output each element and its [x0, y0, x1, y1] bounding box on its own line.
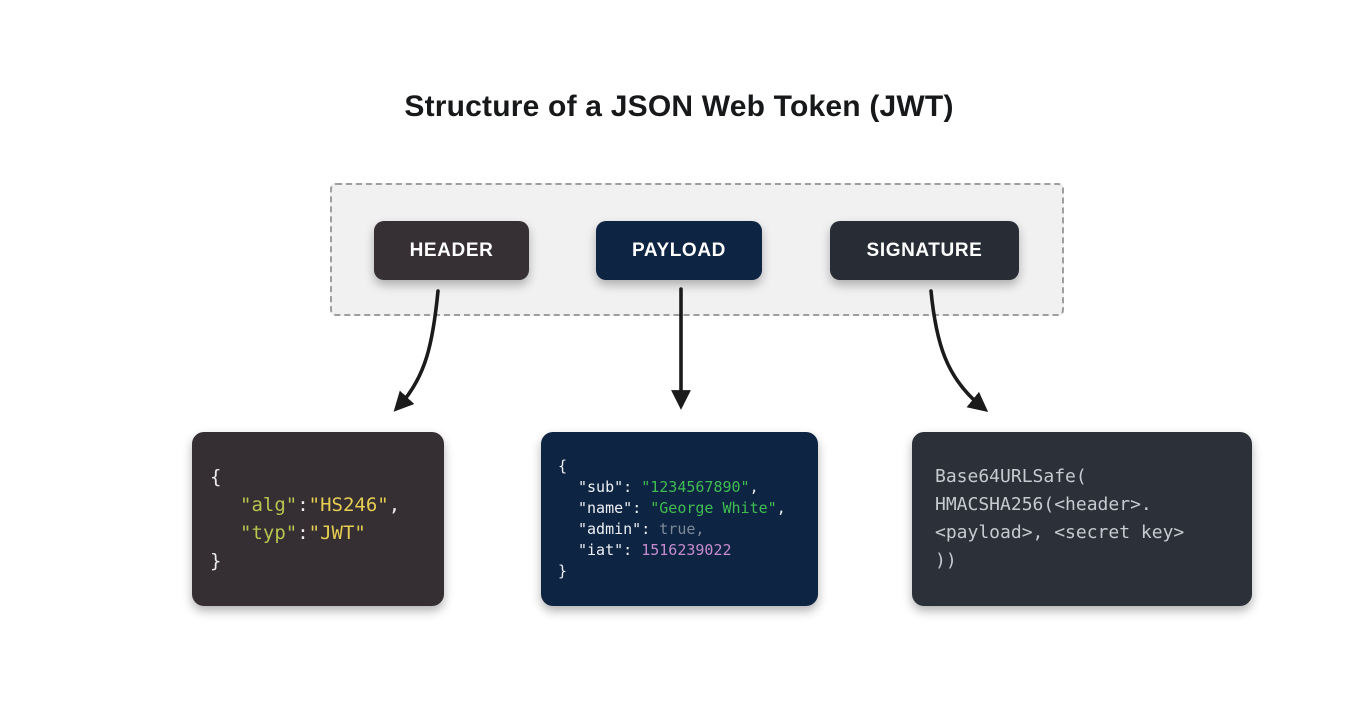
json-colon: : — [623, 541, 642, 559]
json-comma: , — [776, 499, 786, 517]
page-title: Structure of a JSON Web Token (JWT) — [404, 90, 954, 123]
header-pill-label: HEADER — [409, 239, 494, 261]
signature-pill: SIGNATURE — [830, 221, 1019, 280]
code-line: Base64URLSafe( — [912, 463, 1252, 491]
code-line: <payload>, <secret key> — [912, 519, 1252, 547]
json-colon: : — [632, 499, 651, 517]
payload-code-box: { "sub": "1234567890", "name": "George W… — [541, 432, 818, 606]
json-open-brace: { — [558, 457, 568, 475]
signature-code-text: )) — [935, 550, 957, 571]
code-line: { — [541, 456, 818, 477]
json-key: "typ" — [240, 522, 298, 544]
code-line: )) — [912, 547, 1252, 575]
json-key: "name" — [578, 499, 633, 517]
header-pill: HEADER — [374, 221, 529, 280]
json-string-value: "1234567890" — [641, 478, 750, 496]
json-key: "admin" — [578, 520, 642, 538]
json-string-value: "JWT" — [308, 522, 366, 544]
json-boolean-value: true, — [659, 520, 705, 538]
json-colon: : — [641, 520, 660, 538]
json-colon: : — [297, 494, 309, 516]
code-line: HMACSHA256(<header>. — [912, 491, 1252, 519]
code-line: "name": "George White", — [541, 498, 818, 519]
json-comma: , — [388, 494, 401, 516]
code-line: "typ":"JWT" — [192, 519, 444, 547]
json-key: "alg" — [240, 494, 298, 516]
signature-code-text: <payload>, <secret key> — [935, 522, 1185, 543]
json-number-value: 1516239022 — [641, 541, 732, 559]
code-line: } — [541, 561, 818, 582]
payload-pill-label: PAYLOAD — [632, 239, 726, 261]
payload-pill: PAYLOAD — [596, 221, 762, 280]
code-line: "admin": true, — [541, 519, 818, 540]
json-colon: : — [297, 522, 309, 544]
json-key: "iat" — [578, 541, 624, 559]
json-key: "sub" — [578, 478, 624, 496]
signature-pill-label: SIGNATURE — [866, 239, 983, 261]
signature-code-box: Base64URLSafe( HMACSHA256(<header>. <pay… — [912, 432, 1252, 606]
code-line: "sub": "1234567890", — [541, 477, 818, 498]
json-comma: , — [749, 478, 759, 496]
json-close-brace: } — [558, 562, 568, 580]
header-code-box: { "alg":"HS246", "typ":"JWT" } — [192, 432, 444, 606]
code-line: "iat": 1516239022 — [541, 540, 818, 561]
json-close-brace: } — [210, 550, 222, 572]
json-colon: : — [623, 478, 642, 496]
json-string-value: "HS246" — [308, 494, 389, 516]
signature-code-text: Base64URLSafe( — [935, 466, 1087, 487]
code-line: { — [192, 463, 444, 491]
code-line: } — [192, 547, 444, 575]
code-line: "alg":"HS246", — [192, 491, 444, 519]
signature-code-text: HMACSHA256(<header>. — [935, 494, 1152, 515]
json-open-brace: { — [210, 466, 222, 488]
json-string-value: "George White" — [650, 499, 777, 517]
